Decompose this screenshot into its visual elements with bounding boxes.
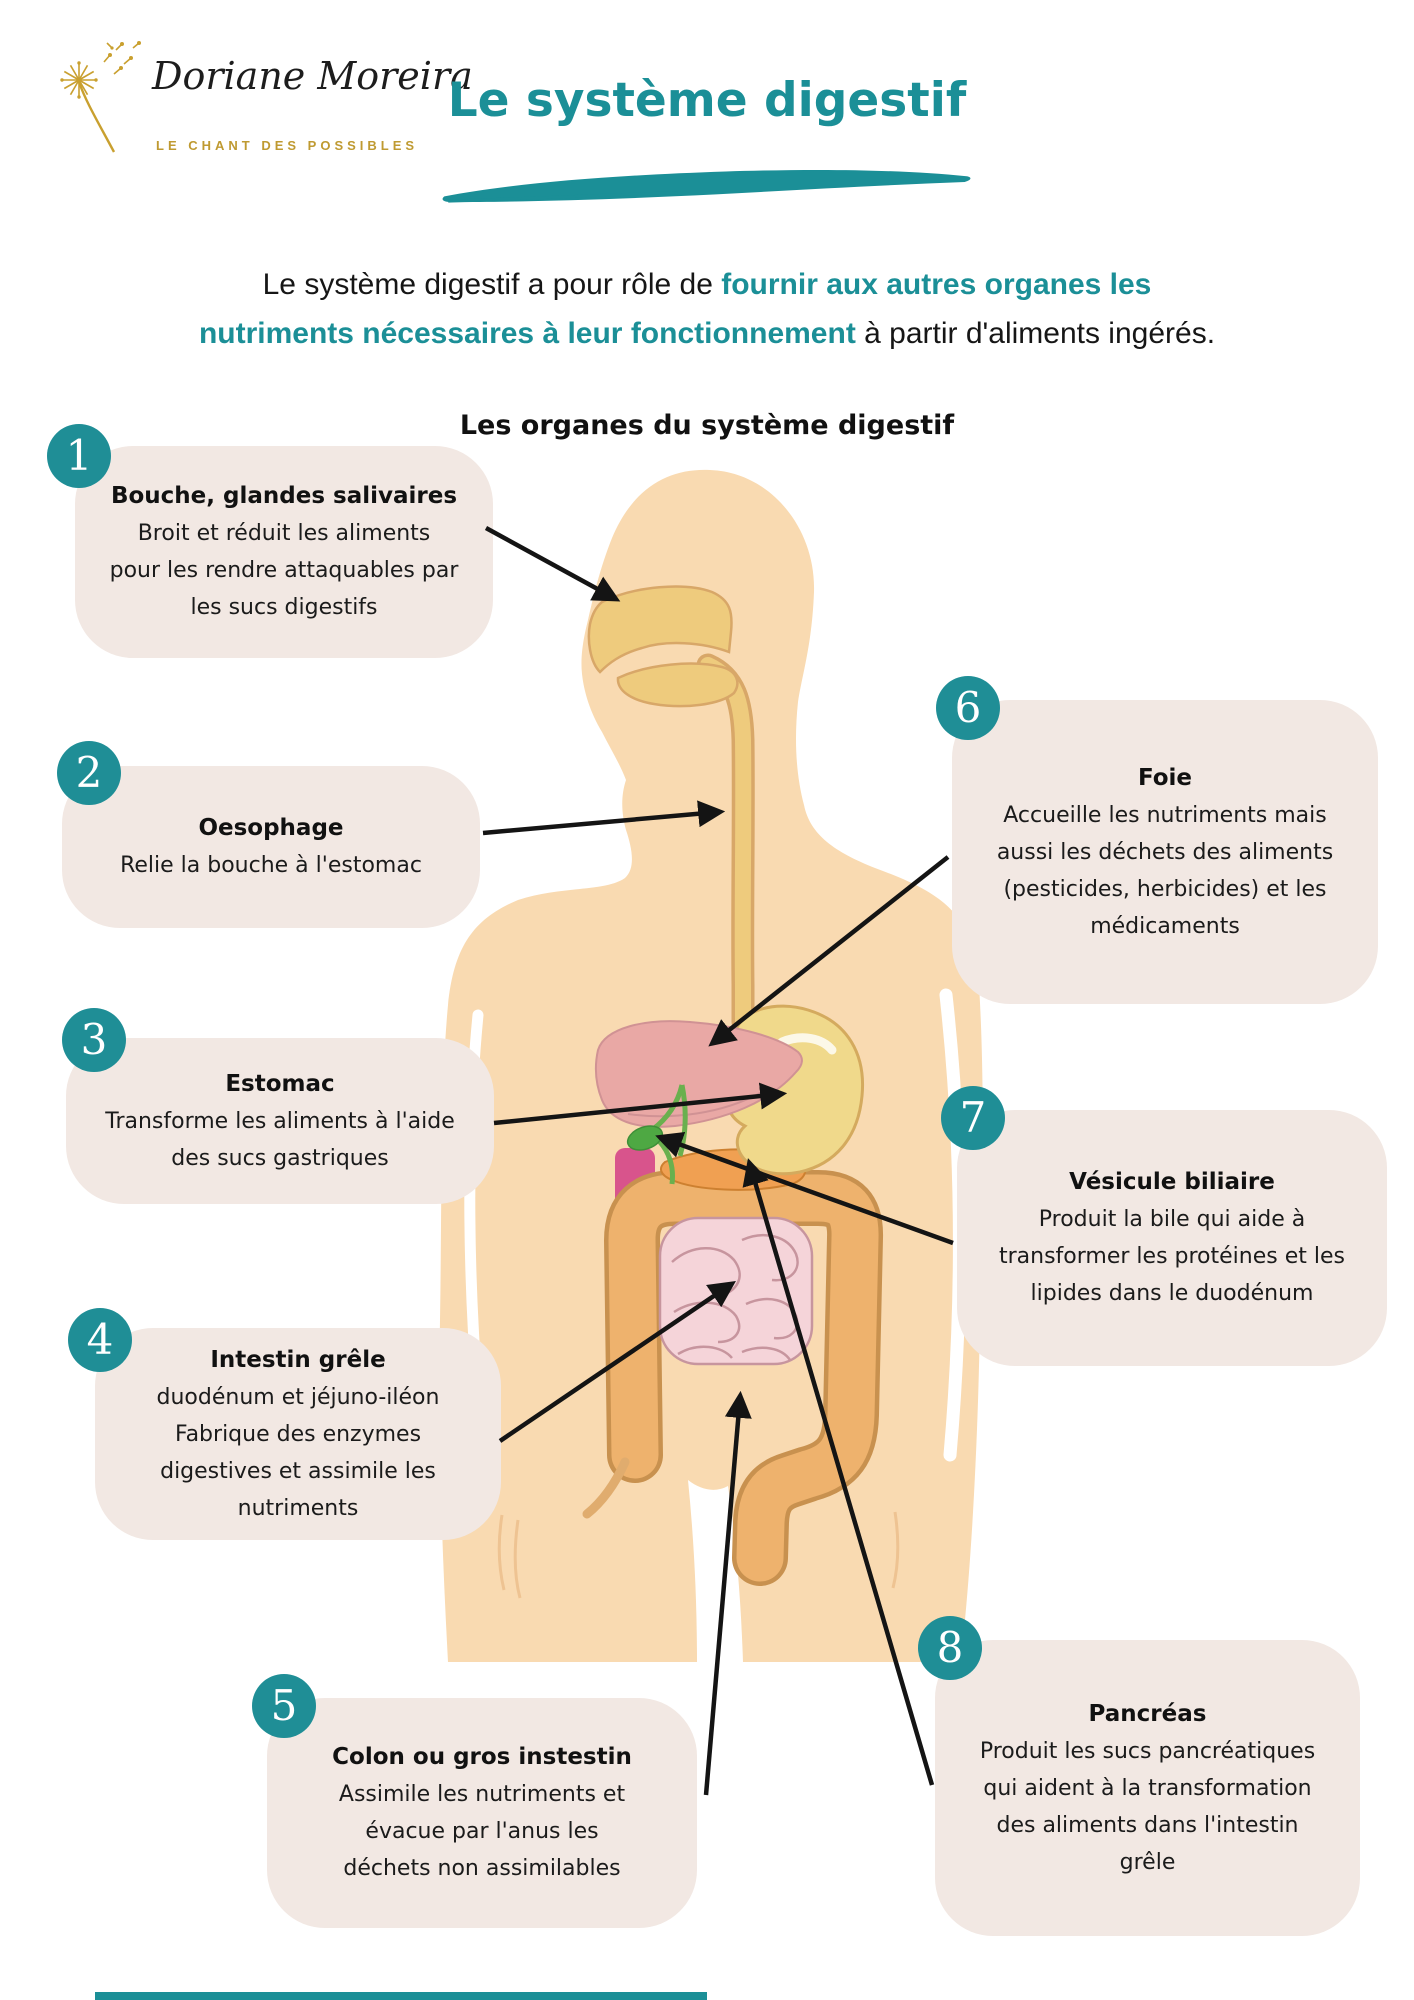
card-estomac: Estomac Transforme les aliments à l'aide… [66,1038,494,1204]
dandelion-logo-icon [60,41,141,153]
card-line: pour les rendre attaquables par [109,558,459,583]
card-line: Assimile les nutriments et [338,1782,626,1807]
card-line: nutriments [237,1495,359,1521]
intro-line2-black: à partir d'aliments ingérés. [855,317,1216,350]
number-badge-1: 1 [47,424,111,488]
card-line: des aliments dans l'intestin [996,1812,1299,1838]
number-badge-5: 5 [252,1674,316,1738]
card-line: transformer les protéines et les [999,1244,1345,1269]
card-line: des sucs gastriques [171,1145,389,1171]
card-line: les sucs digestifs [190,595,378,620]
card-title: Intestin grêle [210,1346,386,1373]
underline-swoosh-icon [442,169,971,203]
number-badge-4: 4 [68,1308,132,1372]
card-line: Broit et réduit les aliments [137,521,431,546]
card-line: digestives et assimile les [160,1458,436,1484]
intro-line1-highlight: fournir aux autres organes les [721,268,1152,301]
number-badge-2: 2 [57,741,121,805]
card-pancreas: Pancréas Produit les sucs pancréatiques … [935,1640,1360,1936]
card-title: Vésicule biliaire [1069,1169,1275,1195]
card-line: duodénum et jéjuno-iléon [156,1384,440,1410]
card-title: Colon ou gros instestin [332,1744,632,1770]
intro-paragraph: Le système digestif a pour rôle de fourn… [60,260,1354,358]
card-line: Transforme les aliments à l'aide [105,1108,455,1134]
card-title: Bouche, glandes salivaires [110,483,458,509]
card-line: médicaments [1090,913,1240,939]
section-subtitle: Les organes du système digestif [459,410,955,442]
card-oesophage: Oesophage Relie la bouche à l'estomac [62,766,480,928]
card-intestin-grele: Intestin grêle duodénum et jéjuno-iléon … [95,1328,501,1540]
card-line: Produit la bile qui aide à [1038,1207,1306,1232]
number-badge-6: 6 [936,676,1000,740]
card-line: Accueille les nutriments mais [1003,802,1327,828]
card-bouche-glandes-salivaires: Bouche, glandes salivaires Broit et rédu… [75,446,493,658]
card-line: qui aident à la transformation [983,1775,1312,1801]
card-line: évacue par l'anus les [365,1819,599,1844]
card-line: (pesticides, herbicides) et les [1003,876,1327,902]
intro-line1-black: Le système digestif a pour rôle de [262,268,722,301]
page-title: Le système digestif [447,73,967,129]
card-line: aussi les déchets des aliments [996,839,1334,865]
number-badge-8: 8 [918,1616,982,1680]
card-line: lipides dans le duodénum [1030,1281,1314,1306]
card-foie: Foie Accueille les nutriments mais aussi… [952,700,1378,1004]
card-line: Fabrique des enzymes [174,1421,422,1447]
card-title: Pancréas [1088,1700,1207,1727]
card-line: grêle [1119,1849,1176,1875]
card-title: Estomac [225,1070,335,1097]
card-title: Oesophage [198,815,344,841]
card-line: déchets non assimilables [343,1856,621,1881]
card-title: Foie [1137,764,1193,791]
bottom-accent-bar [95,1992,707,2000]
intro-line2-highlight: nutriments nécessaires à leur fonctionne… [198,317,856,350]
number-badge-7: 7 [941,1086,1005,1150]
card-line: Produit les sucs pancréatiques [979,1738,1316,1764]
card-vesicule-biliaire: Vésicule biliaire Produit la bile qui ai… [957,1110,1387,1366]
logo-tagline: LE CHANT DES POSSIBLES [156,138,419,153]
number-badge-3: 3 [62,1008,126,1072]
card-line: Relie la bouche à l'estomac [120,853,422,878]
card-colon: Colon ou gros instestin Assimile les nut… [267,1698,697,1928]
